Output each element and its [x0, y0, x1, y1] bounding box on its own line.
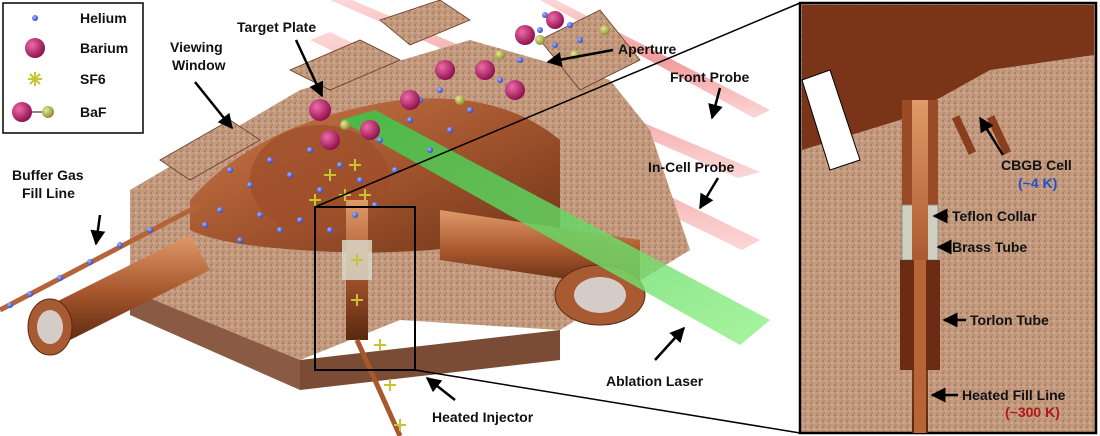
heated-fill-temp-label: (~300 K) [1005, 404, 1060, 420]
heated-injector-tube [342, 200, 403, 436]
legend: Helium Barium SF6 BaF [2, 2, 144, 134]
baf-legend-marker [12, 102, 54, 122]
teflon-collar-label: Teflon Collar [952, 208, 1037, 224]
baf-fluorine-spheres [340, 25, 610, 130]
aperture-label: Aperture [618, 41, 677, 57]
sf6-molecules [309, 159, 406, 431]
heated-fill-line-label: Heated Fill Line [962, 387, 1066, 403]
legend-helium-label: Helium [80, 10, 127, 26]
inset-panel [798, 1, 1098, 435]
right-tube [440, 210, 646, 326]
buffer-gas-label-1: Buffer Gas [12, 167, 84, 183]
legend-sf6-label: SF6 [80, 71, 106, 87]
viewing-window-label-2: Window [172, 57, 226, 73]
legend-baf-label: BaF [80, 104, 107, 120]
left-tube [27, 235, 210, 356]
barium-atoms [309, 11, 564, 150]
barium-legend-marker [25, 38, 45, 58]
helium-atoms [7, 12, 583, 308]
buffer-gas-label-2: Fill Line [22, 185, 75, 201]
cbgb-cell-body [130, 0, 690, 390]
in-cell-probe-label: In-Cell Probe [648, 159, 735, 175]
front-probe-label: Front Probe [670, 69, 750, 85]
cbgb-cell-label: CBGB Cell [1001, 157, 1072, 173]
legend-barium-label: Barium [80, 40, 128, 56]
buffer-gas-line [0, 202, 202, 313]
viewing-window-label-1: Viewing [170, 39, 223, 55]
target-plate-label: Target Plate [237, 19, 316, 35]
brass-tube-label: Brass Tube [952, 239, 1027, 255]
label-arrows [90, 39, 1005, 403]
ablation-laser-label: Ablation Laser [606, 373, 704, 389]
ablation-laser-beam [340, 110, 770, 345]
heated-injector-label: Heated Injector [432, 409, 534, 425]
zoom-connector-lines [314, 2, 801, 434]
torlon-tube-label: Torlon Tube [970, 312, 1049, 328]
sf6-legend-marker [28, 72, 42, 86]
helium-legend-marker [32, 15, 38, 21]
cbgb-temp-label: (~4 K) [1018, 175, 1057, 191]
